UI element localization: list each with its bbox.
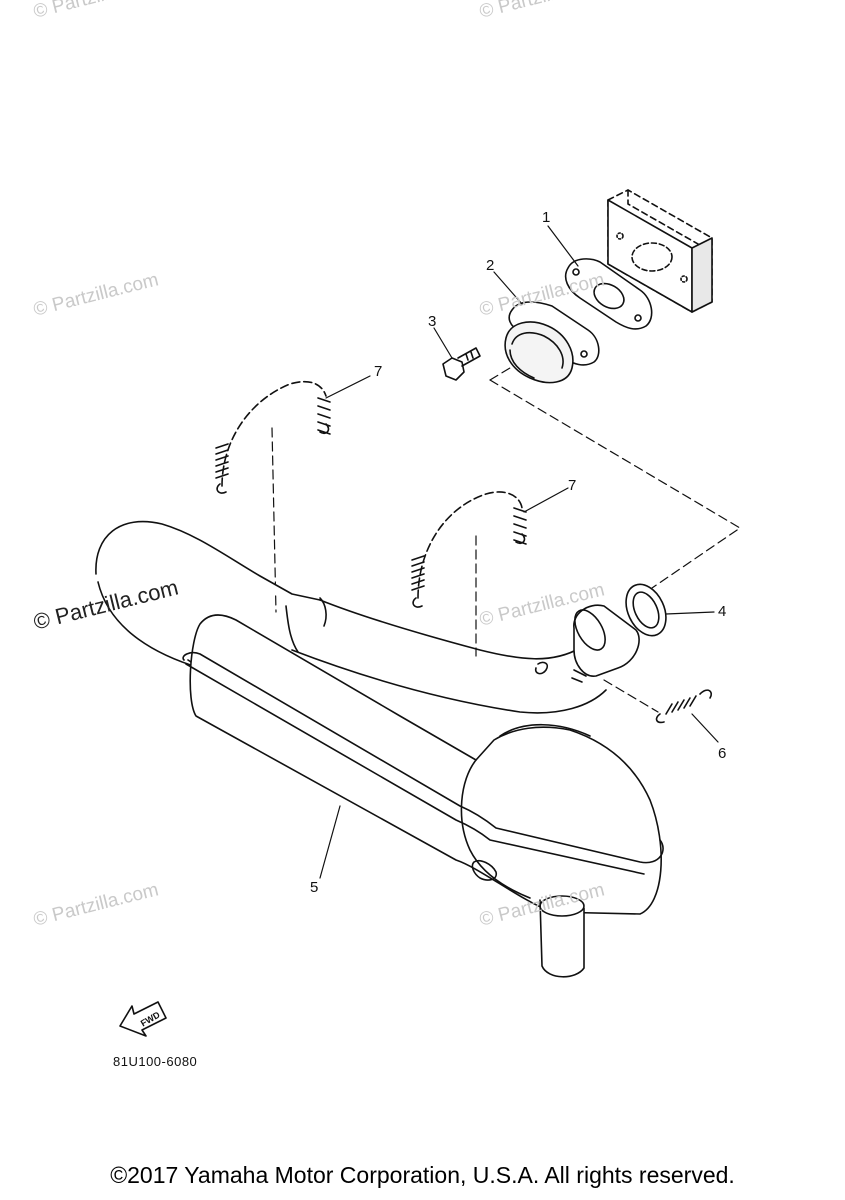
- callout-7-lower[interactable]: 7: [568, 477, 577, 494]
- callout-5[interactable]: 5: [310, 879, 319, 896]
- callout-leaders: [319, 225, 719, 879]
- part-5-muffler[interactable]: [95, 520, 664, 978]
- engine-flange-block: [607, 189, 713, 313]
- callout-2[interactable]: 2: [486, 257, 495, 274]
- callout-6[interactable]: 6: [718, 745, 727, 762]
- callout-3[interactable]: 3: [428, 313, 437, 330]
- callout-7-upper[interactable]: 7: [374, 363, 383, 380]
- part-1-gasket[interactable]: [564, 258, 653, 330]
- part-2-exhaust-joint[interactable]: [504, 301, 600, 384]
- copyright-notice: ©2017 Yamaha Motor Corporation, U.S.A. A…: [110, 1162, 735, 1188]
- callout-4[interactable]: 4: [718, 603, 727, 620]
- part-7-spring-upper[interactable]: [215, 380, 331, 494]
- assembly-lines: [271, 367, 741, 713]
- drawing-code: 81U100-6080: [113, 1054, 198, 1069]
- part-6-spring[interactable]: [655, 689, 713, 724]
- part-7-spring-lower[interactable]: [411, 491, 527, 608]
- callout-1[interactable]: 1: [542, 209, 551, 226]
- part-4-gasket-ring[interactable]: [618, 578, 673, 642]
- fwd-arrow-icon: [119, 1001, 167, 1037]
